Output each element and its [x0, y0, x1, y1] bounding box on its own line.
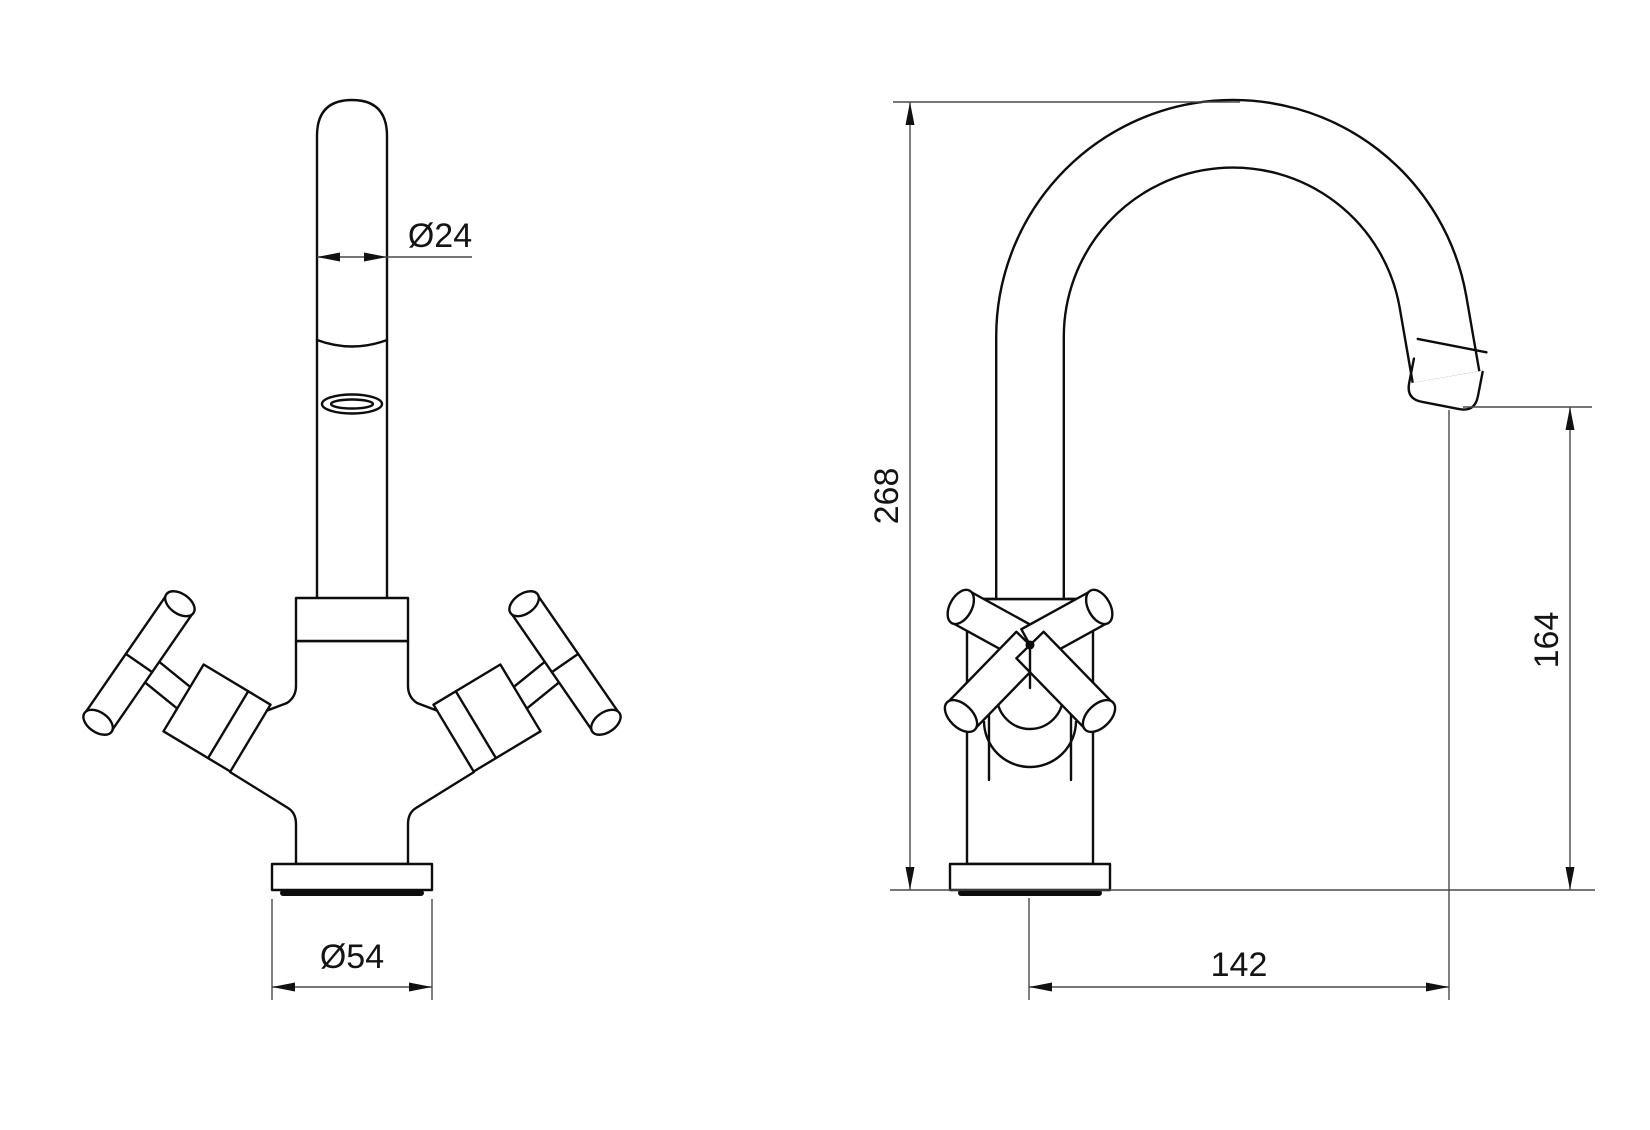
cross-spoke-end-cap [1084, 588, 1114, 626]
front-spout-collar [294, 596, 410, 643]
front-base-diameter-dimension: Ø54 [271, 899, 433, 1000]
overall-height-dimension: 268 [868, 102, 915, 890]
side-view: 268 164 142 [868, 98, 1595, 1000]
outlet-height-dimension: 164 [1463, 406, 1592, 890]
front-left-handle-end-cap-top [163, 590, 196, 618]
side-base [948, 862, 1112, 892]
side-aerator-cap [1407, 357, 1484, 411]
front-right-handle [432, 584, 627, 773]
side-bonnet-dome-arc [982, 720, 1078, 769]
front-left-handle-section-line [124, 652, 154, 674]
arrowhead-down [1565, 867, 1575, 890]
dim-label-outlet-height: 164 [1528, 612, 1566, 669]
cross-spoke-end-cap [1081, 698, 1117, 734]
arrowhead-left [272, 982, 295, 992]
side-valve-bonnet [982, 695, 1078, 782]
front-spout-diameter-dimension: Ø24 [317, 217, 472, 262]
arrowhead-right [364, 252, 387, 262]
side-aerator-band-line [1416, 337, 1488, 354]
front-aerator-outlet-outer [320, 393, 384, 415]
dim-label-spout-reach: 142 [1211, 946, 1268, 984]
front-left-valve-joint-line [206, 690, 250, 760]
side-cross-handle [943, 588, 1117, 734]
cross-handle-pivot-dot [1025, 640, 1035, 650]
arrowhead-up [1565, 407, 1575, 430]
arrowhead-down [905, 867, 915, 890]
dim-label-spout-diameter: Ø24 [408, 217, 472, 255]
side-base-shadow-line [958, 890, 1102, 896]
dim-label-overall-height: 268 [868, 468, 906, 525]
front-left-handle-end-cap-bottom [82, 708, 115, 736]
front-base-shadow-line [280, 890, 424, 896]
arrowhead-left [1029, 982, 1052, 992]
front-spout-tube [315, 98, 389, 602]
front-view: Ø24 [82, 98, 627, 1000]
dim-label-base-diameter: Ø54 [320, 938, 384, 976]
cross-spoke-end-cap [943, 698, 979, 734]
front-left-valve-body [162, 663, 272, 773]
side-spout-fill [997, 101, 1479, 599]
arrowhead-left [317, 252, 340, 262]
spout-reach-dimension: 142 [1028, 410, 1450, 1000]
front-base [270, 862, 434, 892]
front-body-outline [228, 639, 476, 866]
side-aerator-tip [1407, 337, 1488, 411]
side-bonnet-small-arc [995, 695, 1065, 731]
front-aerator-outlet-inner [329, 398, 375, 410]
cross-spoke-end-cap [946, 588, 976, 626]
arrowhead-up [905, 102, 915, 125]
arrowhead-right [1426, 982, 1449, 992]
arrowhead-right [409, 982, 432, 992]
front-aerator-joint-line [315, 338, 389, 348]
front-left-handle [82, 590, 272, 773]
